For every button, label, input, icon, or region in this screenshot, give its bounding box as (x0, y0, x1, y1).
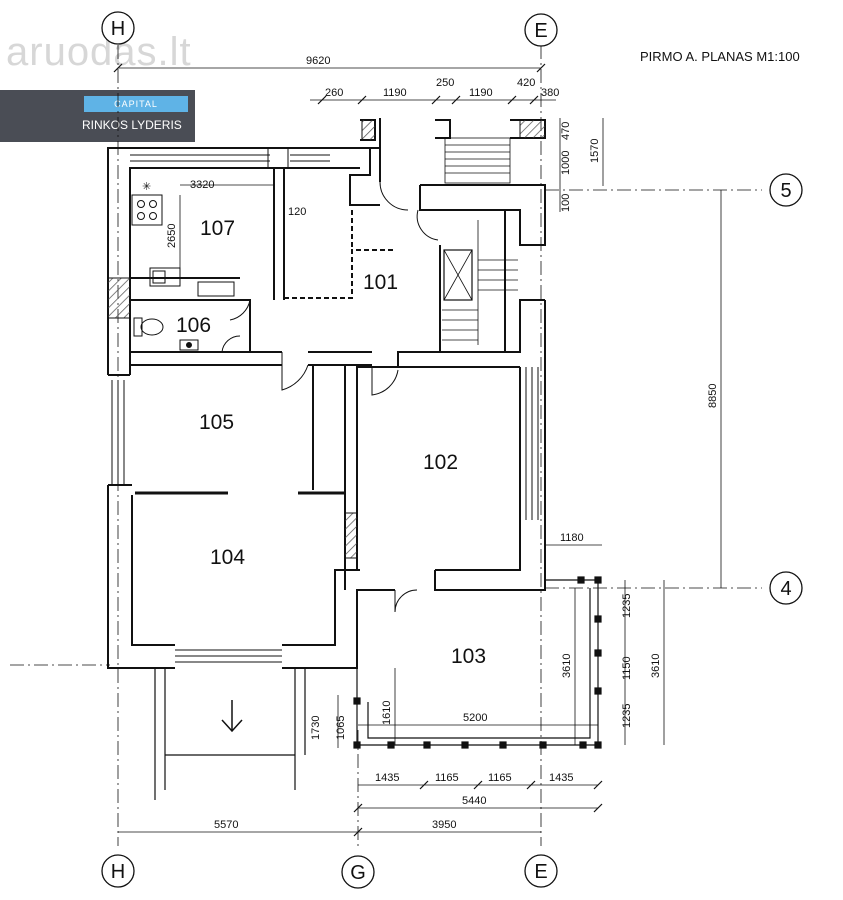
watermark: aruodas.lt (6, 30, 192, 74)
entry-arrow-icon (221, 700, 243, 733)
dim-1165-b: 1165 (488, 772, 512, 784)
plan-title: PIRMO A. PLANAS M1:100 (640, 49, 800, 64)
toilet-icon (133, 317, 164, 337)
staircase (442, 137, 518, 345)
dim-1730: 1730 (310, 716, 322, 740)
axis-4: 4 (780, 578, 791, 600)
dim-right-c: 1570 (589, 139, 601, 163)
agency-logo: CAPITAL (84, 96, 188, 112)
dimension-lines (118, 67, 722, 833)
dim-wall: 120 (288, 206, 306, 218)
dim-top-b: 1190 (383, 87, 407, 99)
dim-top-f: 380 (541, 87, 559, 99)
vent-mark: ✳ (142, 181, 151, 193)
dim-5570: 5570 (214, 819, 238, 831)
dim-1165-a: 1165 (435, 772, 459, 784)
exterior-walls (107, 118, 546, 669)
dim-top-e: 420 (517, 77, 535, 89)
dim-1435-a: 1435 (375, 772, 399, 784)
dim-8850: 8850 (707, 384, 719, 408)
entrance-porch (154, 668, 306, 800)
axis-markers (101, 11, 803, 889)
room-106-label: 106 (176, 314, 211, 337)
dim-5200: 5200 (463, 712, 487, 724)
washbasin-icon (179, 339, 199, 351)
agency-badge: CAPITAL RINKOS LYDERIS (0, 90, 195, 142)
dim-right-d: 100 (560, 194, 572, 212)
dim-right-a: 470 (560, 122, 572, 140)
dim-1065: 1065 (335, 716, 347, 740)
dim-3950: 3950 (432, 819, 456, 831)
axis-h-top: H (111, 18, 125, 40)
stove-icon (131, 194, 163, 226)
dim-right-b: 1000 (560, 151, 572, 175)
dim-kitchen-h: 2650 (166, 224, 178, 248)
axis-e-bottom: E (534, 861, 547, 883)
axis-5: 5 (780, 180, 791, 202)
dim-1150: 1150 (621, 656, 633, 680)
kitchen-counter (197, 281, 235, 297)
dim-top-a: 260 (325, 87, 343, 99)
dim-1235-a: 1235 (621, 594, 633, 618)
dim-1235-b: 1235 (621, 704, 633, 728)
room-101-label: 101 (363, 271, 398, 294)
room-103-label: 103 (451, 645, 486, 668)
dim-5440: 5440 (462, 795, 486, 807)
door-swings (221, 181, 439, 613)
hatched-walls (107, 119, 546, 559)
windows (111, 147, 539, 663)
sink-icon (149, 267, 181, 287)
axis-g-bottom: G (350, 862, 366, 884)
dim-1435-b: 1435 (549, 772, 573, 784)
dim-top-c: 250 (436, 77, 454, 89)
room-102-label: 102 (423, 451, 458, 474)
terrace-outline (353, 576, 602, 749)
axis-h-bottom: H (111, 861, 125, 883)
room-105-label: 105 (199, 411, 234, 434)
room-107-label: 107 (200, 217, 235, 240)
axis-lines (10, 45, 762, 846)
dim-top-total: 9620 (306, 55, 330, 67)
agency-tagline: RINKOS LYDERIS (82, 118, 182, 132)
dim-3610-b: 3610 (650, 654, 662, 678)
dimension-ticks (113, 63, 603, 837)
room-104-label: 104 (210, 546, 245, 569)
dim-1610: 1610 (381, 701, 393, 725)
dim-1180: 1180 (560, 532, 584, 544)
dim-3610-a: 3610 (561, 654, 573, 678)
dim-top-d: 1190 (469, 87, 493, 99)
dim-kitchen-w: 3320 (190, 179, 214, 191)
axis-e-top: E (534, 20, 547, 42)
